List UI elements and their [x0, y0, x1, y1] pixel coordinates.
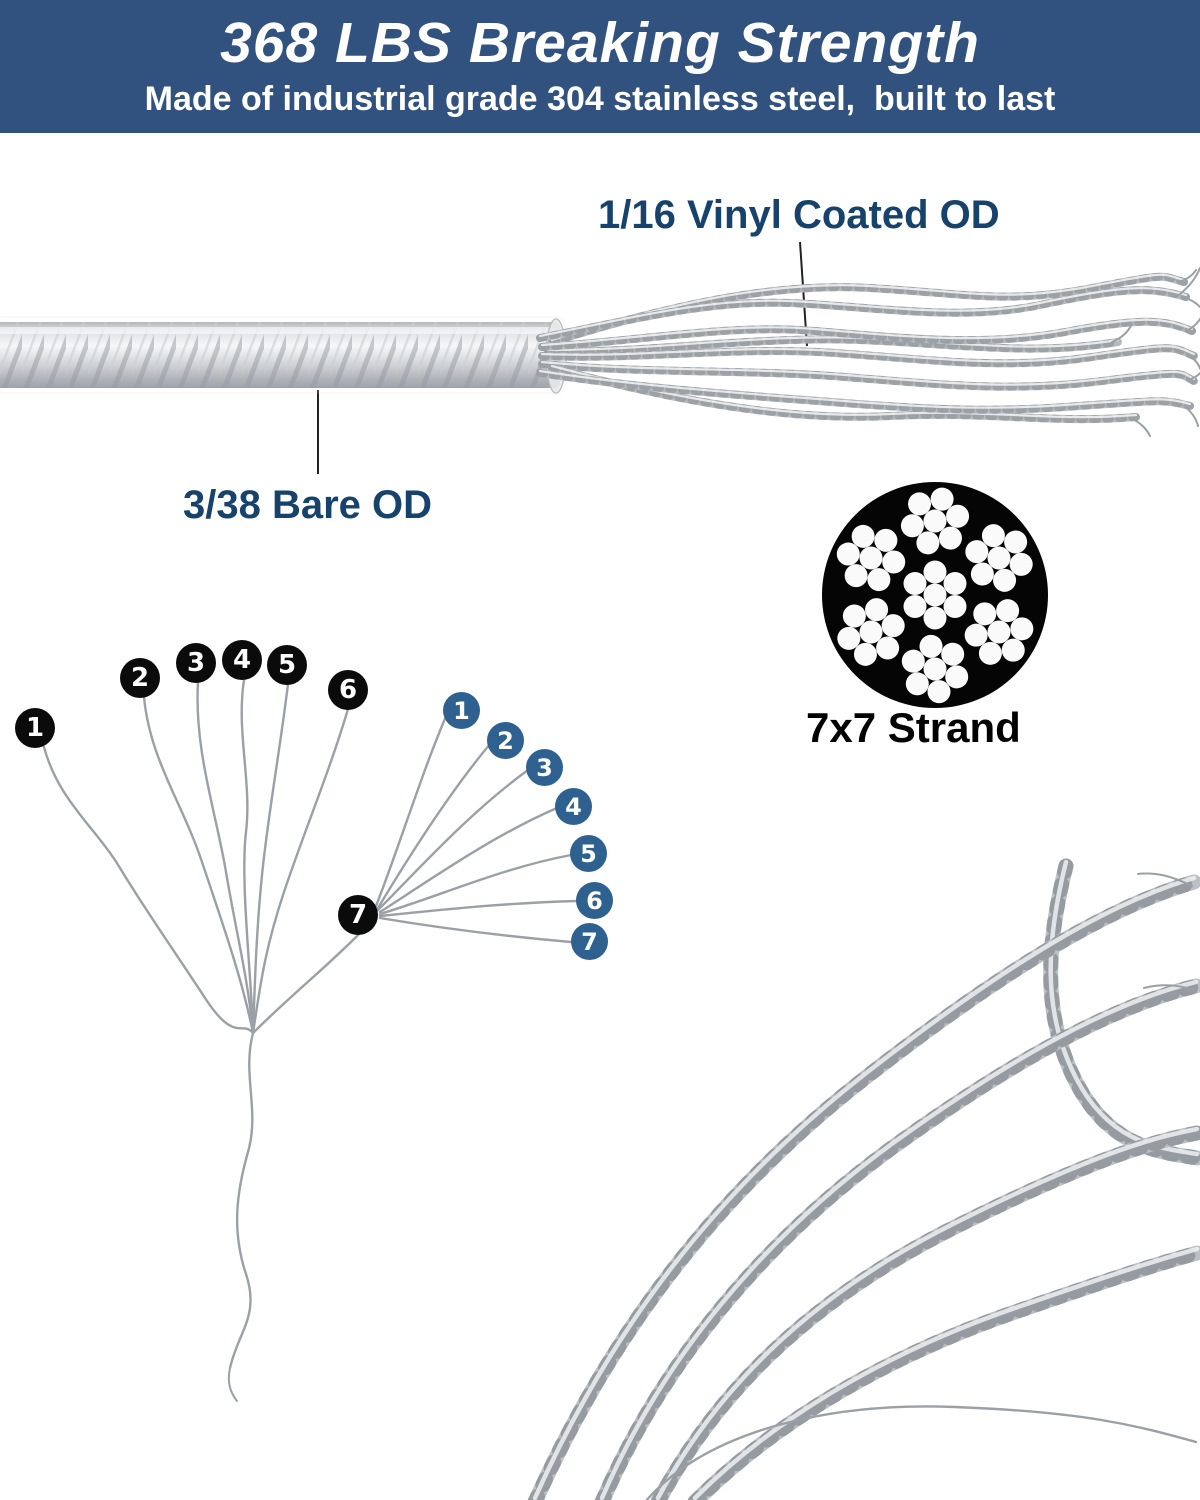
wire-marker-blue-7: 7 — [571, 923, 608, 960]
label-vinyl-coated-od: 1/16 Vinyl Coated OD — [598, 193, 1000, 237]
label-bare-od: 3/38 Bare OD — [183, 483, 433, 527]
wire-marker-blue-4: 4 — [555, 788, 592, 825]
strand-fan-diagram — [42, 678, 579, 1402]
label-7x7-strand: 7x7 Strand — [806, 704, 1021, 751]
bare-cable-photo — [535, 862, 1197, 1500]
header-banner: 368 LBS Breaking Strength Made of indust… — [0, 0, 1200, 133]
banner-title: 368 LBS Breaking Strength — [220, 11, 980, 76]
wire-marker-blue-1: 1 — [443, 692, 480, 729]
strand-marker-black-3: 3 — [176, 643, 216, 683]
strand-marker-black-1: 1 — [15, 708, 55, 748]
strand-fan-wires-to-blue — [374, 712, 579, 944]
banner-subtitle: Made of industrial grade 304 stainless s… — [144, 79, 1056, 118]
wire-marker-blue-2: 2 — [487, 722, 524, 759]
frayed-strands — [540, 267, 1200, 437]
strand-marker-black-7: 7 — [338, 895, 378, 935]
cross-section-7x7-icon — [822, 478, 1048, 709]
wire-marker-blue-3: 3 — [526, 749, 563, 786]
frayed-tips — [1111, 267, 1200, 437]
strand-marker-black-6: 6 — [328, 670, 368, 710]
strand-marker-black-5: 5 — [267, 645, 307, 685]
strand-marker-black-4: 4 — [222, 640, 262, 680]
wire-marker-blue-6: 6 — [576, 882, 613, 919]
strand-marker-black-2: 2 — [120, 658, 160, 698]
coated-cable — [0, 316, 567, 394]
wire-marker-blue-5: 5 — [570, 835, 607, 872]
